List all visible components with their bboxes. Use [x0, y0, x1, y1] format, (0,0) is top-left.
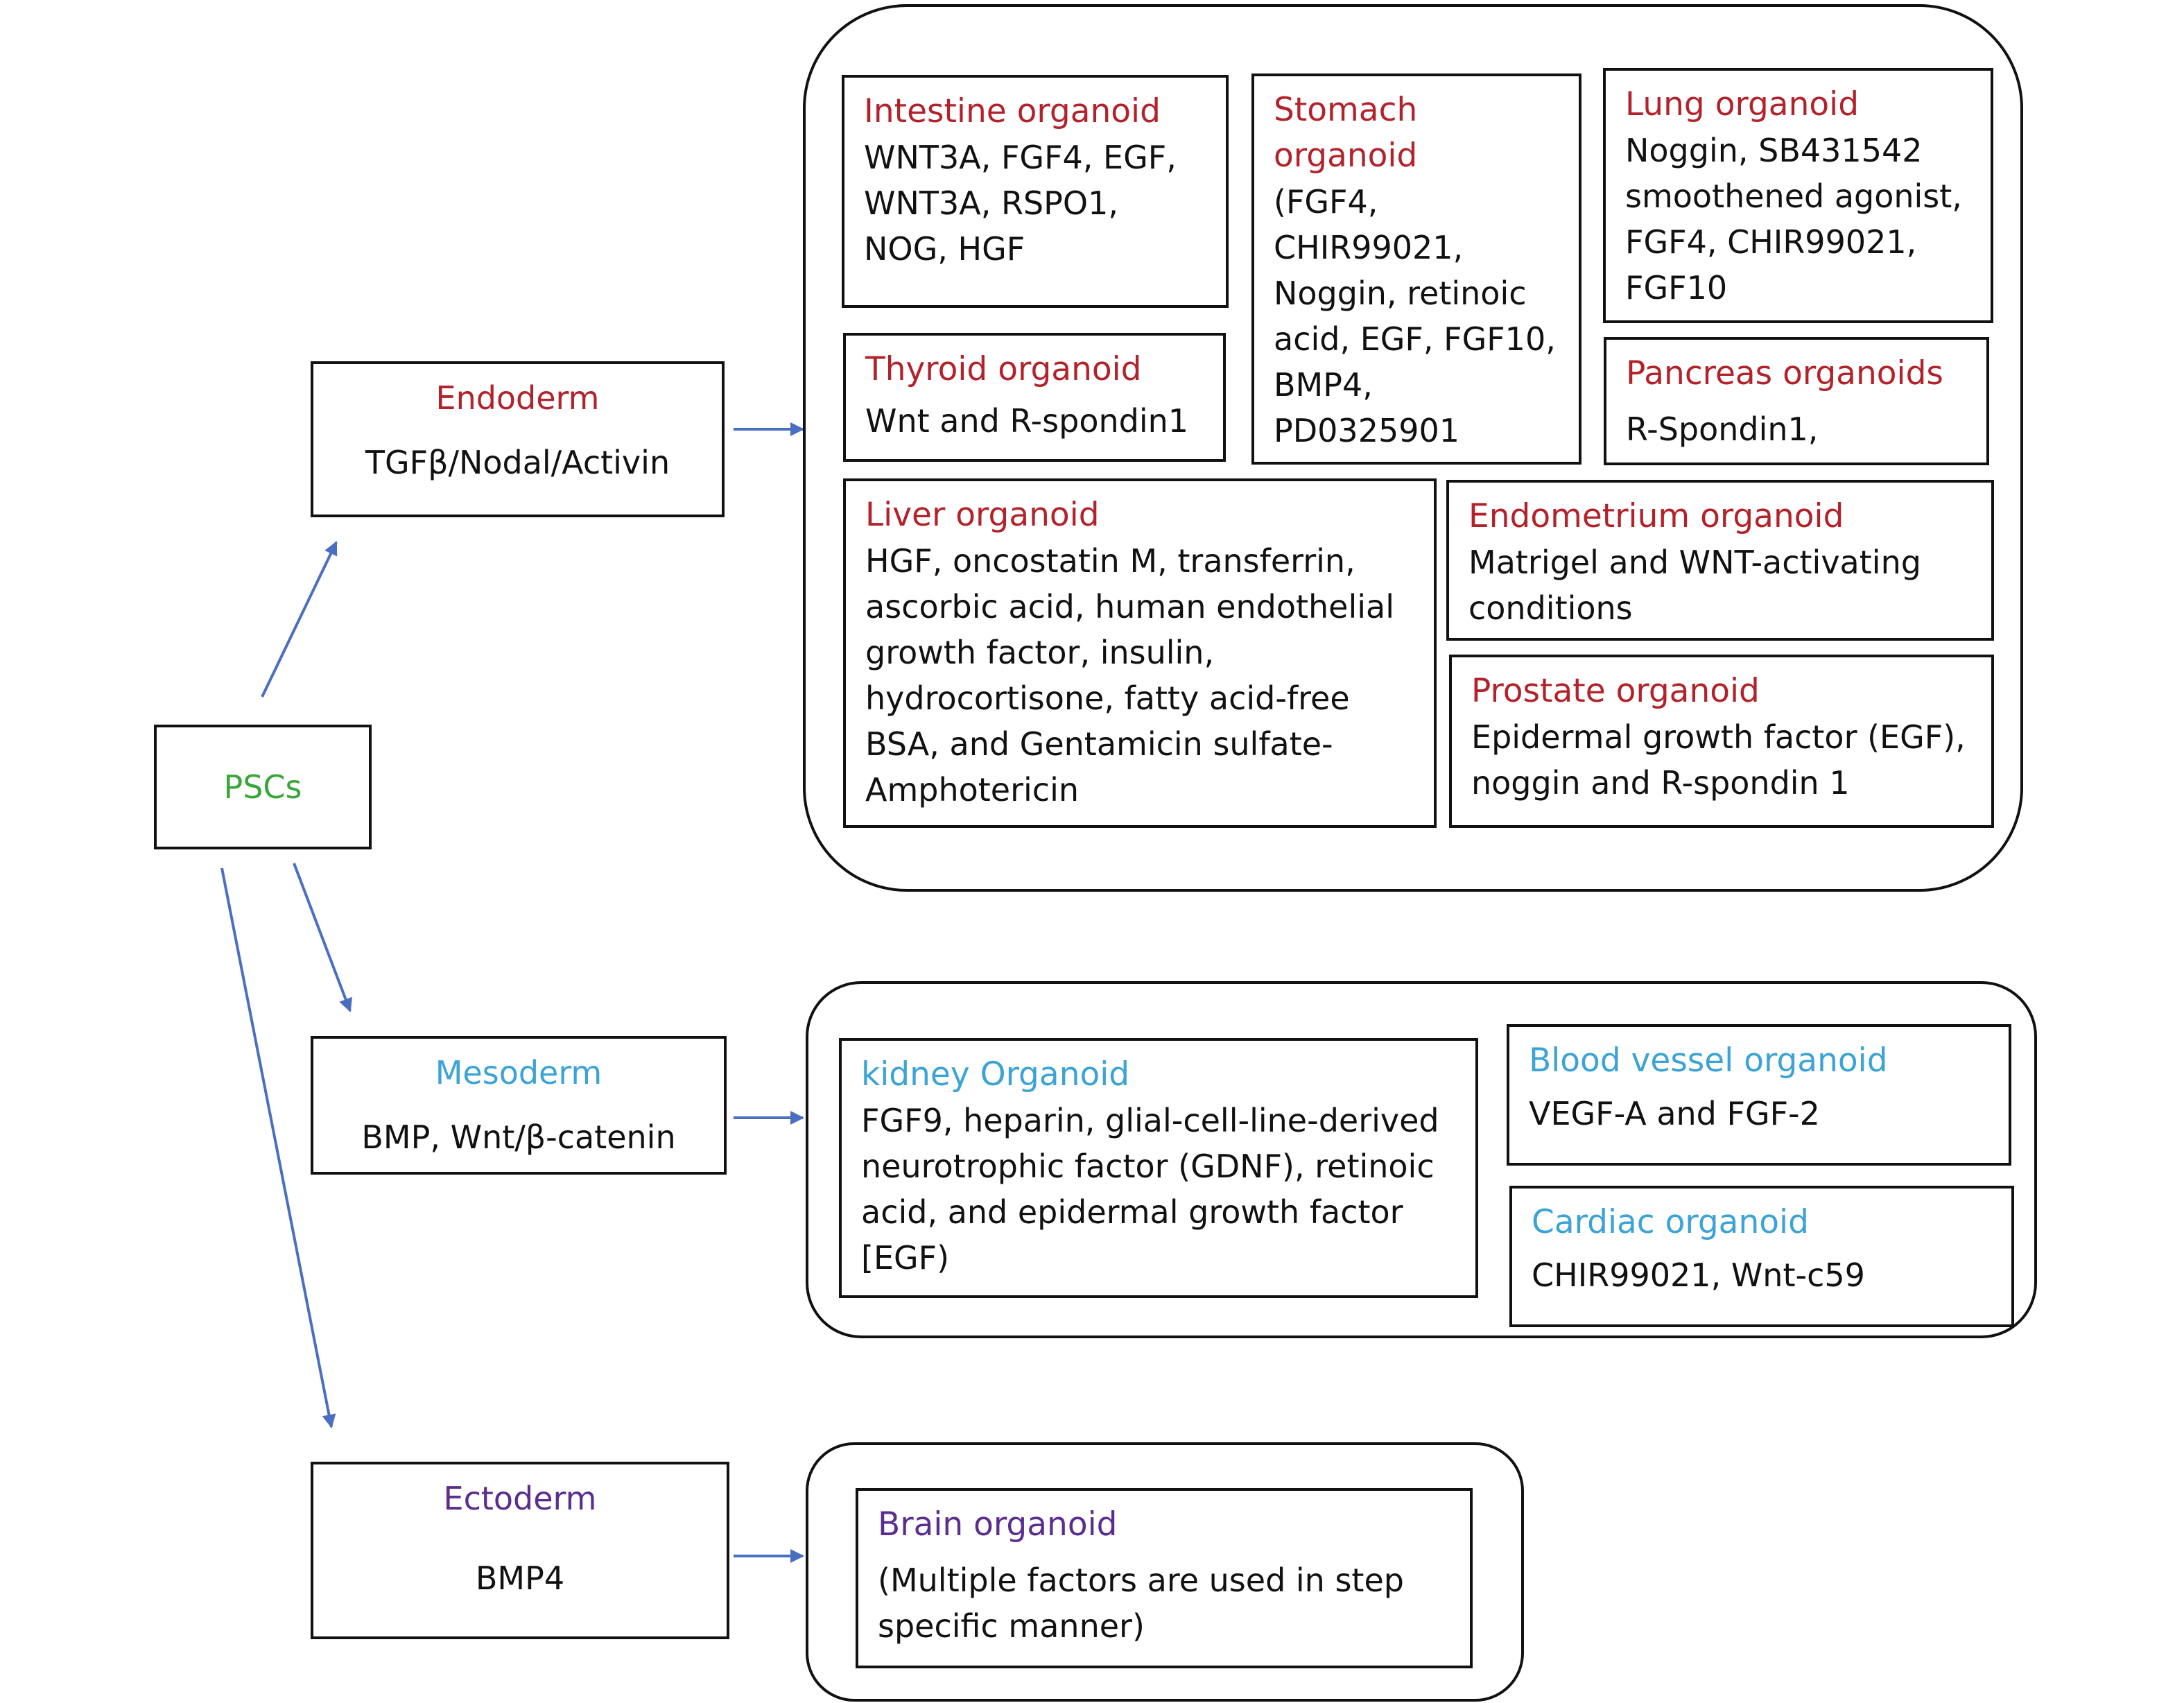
- lung-organoid-title: Lung organoid: [1625, 85, 1860, 123]
- ectoderm-organoid-group: [806, 1442, 1524, 1702]
- brain-organoid-title: Brain organoid: [878, 1505, 1118, 1544]
- stomach-organoid-factors: (FGF4, CHIR99021, Noggin, retinoic acid,…: [1274, 183, 1556, 449]
- stomach-organoid-title: Stomach organoid: [1274, 91, 1418, 175]
- lung-organoid-factors: Noggin, SB431542 smoothened agonist, FGF…: [1625, 132, 1962, 306]
- endometrium-organoid-factors: Matrigel and WNT-activating conditions: [1468, 544, 1921, 627]
- mesoderm-node: Mesoderm BMP, Wnt/β-catenin: [311, 1036, 727, 1175]
- intestine-organoid-factors: WNT3A, FGF4, EGF, WNT3A, RSPO1, NOG, HGF: [864, 139, 1177, 268]
- cardiac-organoid-title: Cardiac organoid: [1532, 1203, 1809, 1241]
- ectoderm-signals: BMP4: [475, 1559, 565, 1598]
- thyroid-organoid-factors: Wnt and R-spondin1: [865, 402, 1189, 440]
- psc-node: PSCs: [154, 725, 372, 849]
- pancreas-organoid-title: Pancreas organoids: [1626, 354, 1943, 392]
- intestine-organoid-box: Intestine organoid WNT3A, FGF4, EGF, WNT…: [842, 75, 1229, 308]
- psc-label: PSCs: [223, 768, 302, 806]
- endoderm-organoid-group: [803, 4, 2023, 892]
- prostate-organoid-factors: Epidermal growth factor (EGF), noggin an…: [1471, 718, 1966, 802]
- lung-organoid-box: Lung organoid Noggin, SB431542 smoothene…: [1603, 68, 1993, 323]
- kidney-organoid-box: kidney Organoid FGF9, heparin, glial-cel…: [839, 1038, 1478, 1298]
- pancreas-organoid-factors: R-Spondin1,: [1626, 410, 1819, 448]
- mesoderm-title: Mesoderm: [435, 1054, 603, 1091]
- prostate-organoid-title: Prostate organoid: [1471, 672, 1760, 710]
- endometrium-organoid-title: Endometrium organoid: [1468, 497, 1844, 535]
- prostate-organoid-box: Prostate organoid Epidermal growth facto…: [1449, 655, 1994, 828]
- ectoderm-title: Ectoderm: [443, 1480, 597, 1517]
- mesoderm-signals: BMP, Wnt/β-catenin: [361, 1118, 676, 1157]
- endoderm-signals: TGFβ/Nodal/Activin: [365, 444, 670, 482]
- brain-organoid-box: Brain organoid (Multiple factors are use…: [856, 1488, 1473, 1668]
- liver-organoid-factors: HGF, oncostatin M, transferrin, ascorbic…: [865, 542, 1394, 809]
- mesoderm-organoid-group: [806, 981, 2037, 1338]
- kidney-organoid-factors: FGF9, heparin, glial-cell-line-derived n…: [861, 1102, 1439, 1277]
- cardiac-organoid-box: Cardiac organoid CHIR99021, Wnt-c59: [1509, 1186, 2014, 1327]
- liver-organoid-box: Liver organoid HGF, oncostatin M, transf…: [843, 478, 1437, 828]
- ectoderm-node: Ectoderm BMP4: [311, 1462, 729, 1639]
- endoderm-title: Endoderm: [435, 379, 600, 417]
- arrow-psc-to-endoderm: [261, 541, 338, 698]
- thyroid-organoid-box: Thyroid organoid Wnt and R-spondin1: [843, 333, 1226, 462]
- blood-vessel-organoid-factors: VEGF-A and FGF-2: [1529, 1095, 1820, 1132]
- brain-organoid-factors: (Multiple factors are used in step speci…: [878, 1562, 1404, 1645]
- arrow-psc-to-mesoderm: [293, 863, 352, 1012]
- thyroid-organoid-title: Thyroid organoid: [865, 350, 1142, 388]
- kidney-organoid-title: kidney Organoid: [861, 1055, 1130, 1093]
- cardiac-organoid-factors: CHIR99021, Wnt-c59: [1532, 1256, 1865, 1294]
- pancreas-organoid-box: Pancreas organoids R-Spondin1,: [1604, 337, 1989, 465]
- arrow-psc-to-ectoderm: [220, 867, 336, 1428]
- intestine-organoid-title: Intestine organoid: [864, 92, 1161, 130]
- endometrium-organoid-box: Endometrium organoid Matrigel and WNT-ac…: [1446, 480, 1994, 641]
- endoderm-node: Endoderm TGFβ/Nodal/Activin: [311, 361, 725, 517]
- liver-organoid-title: Liver organoid: [865, 496, 1100, 534]
- blood-vessel-organoid-box: Blood vessel organoid VEGF-A and FGF-2: [1507, 1024, 2011, 1166]
- stomach-organoid-box: Stomach organoid (FGF4, CHIR99021, Noggi…: [1251, 74, 1581, 465]
- blood-vessel-organoid-title: Blood vessel organoid: [1529, 1041, 1888, 1080]
